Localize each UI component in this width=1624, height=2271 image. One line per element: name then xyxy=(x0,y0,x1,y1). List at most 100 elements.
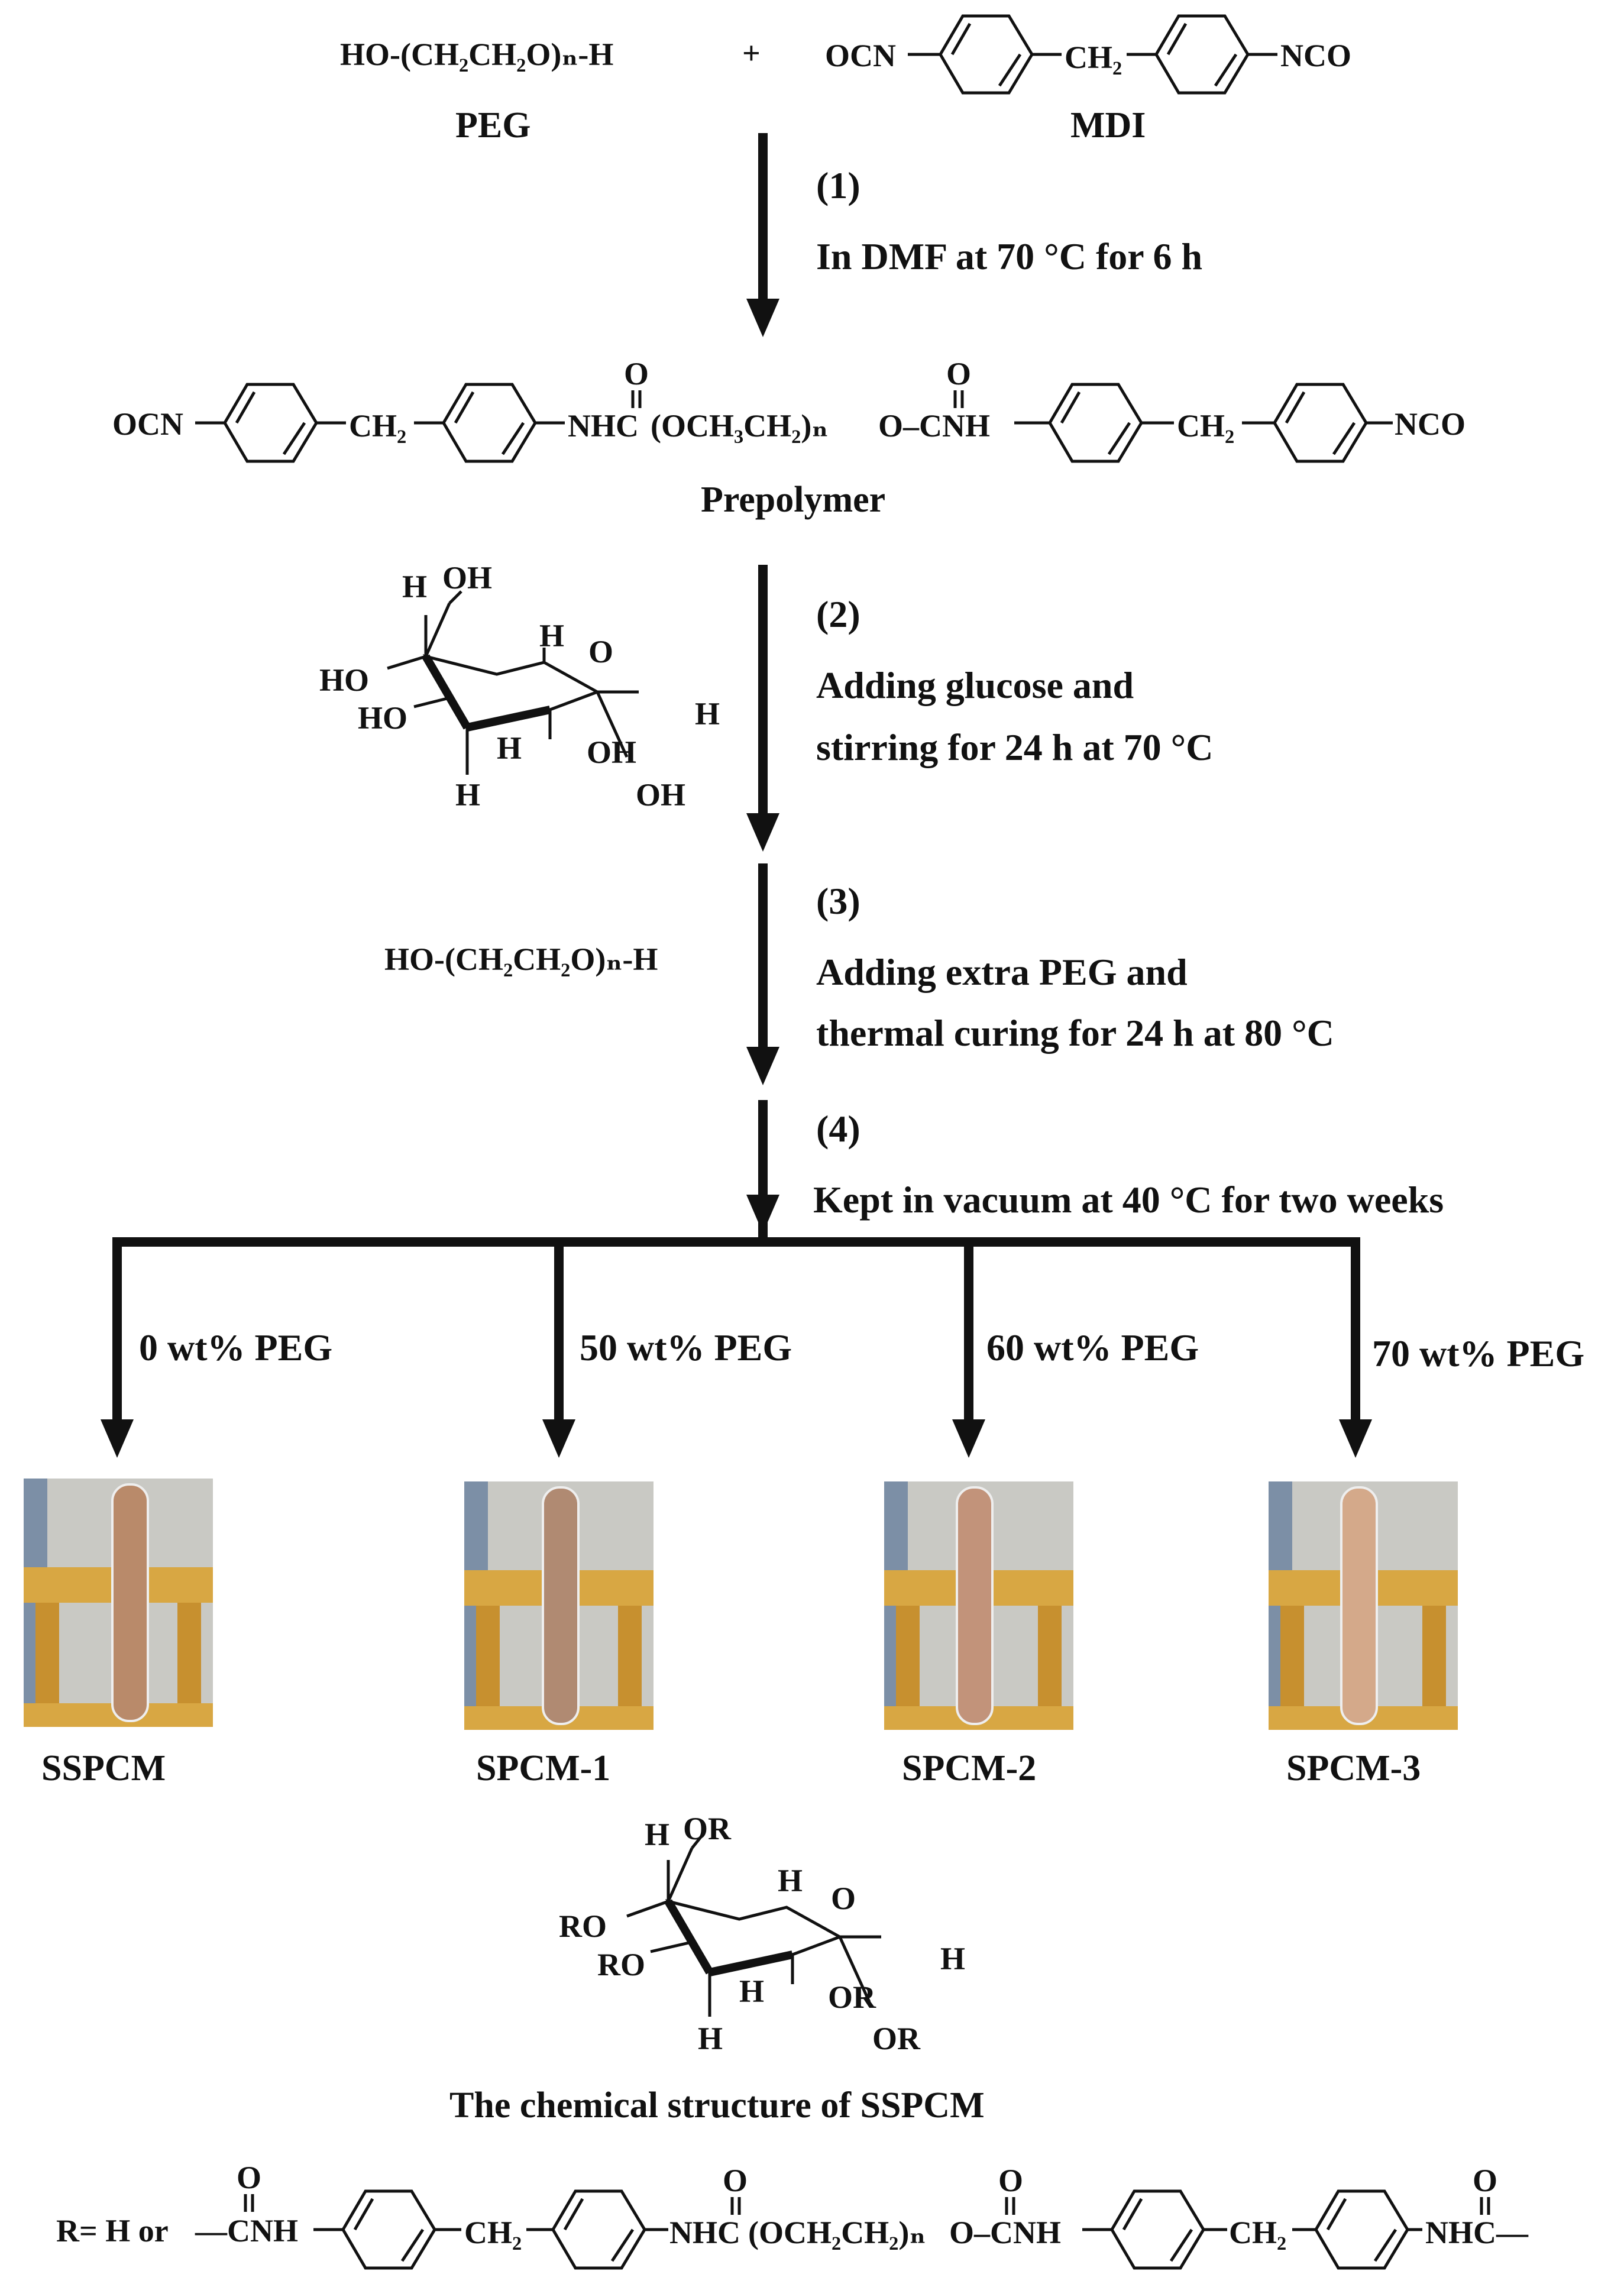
sspcm-or: OR xyxy=(872,2021,921,2056)
step-1-text: In DMF at 70 °C for 6 h xyxy=(816,235,1202,277)
sample-name-1: SPCM-1 xyxy=(476,1748,610,1788)
step-3-number: (3) xyxy=(816,880,860,922)
r-ch2-a: CH₂ xyxy=(464,2215,522,2250)
branch-1: 50 wt% PEG xyxy=(542,1242,792,1458)
prepolymer-nco: NCO xyxy=(1395,406,1466,442)
glucose-h: H xyxy=(455,777,480,813)
arrowhead-icon xyxy=(1339,1419,1372,1458)
arrowhead-icon xyxy=(746,1047,779,1085)
test-tube-icon xyxy=(542,1486,580,1725)
step-3-line-1: Adding extra PEG and xyxy=(816,951,1188,993)
benzene-ring-icon xyxy=(1110,2189,1205,2270)
r-carbonyl-o: O xyxy=(237,2160,261,2195)
benzene-ring-icon xyxy=(1048,383,1143,463)
prepolymer-nhc: NHC xyxy=(568,408,639,444)
mdi-ocn: OCN xyxy=(825,38,896,73)
photo-sspcm xyxy=(24,1479,213,1727)
r-nhc: NHC xyxy=(669,2215,740,2250)
test-tube-icon xyxy=(1340,1486,1378,1725)
sample-name-3: SPCM-3 xyxy=(1286,1748,1421,1788)
sspcm-ro: RO xyxy=(559,1908,607,1944)
r-chain: (OCH₂CH₂)ₙ xyxy=(748,2215,926,2250)
benzene-ring-icon xyxy=(341,2189,436,2270)
test-tube-icon xyxy=(111,1483,149,1722)
sspcm-h: H xyxy=(940,1941,965,1976)
r-carbonyl-o: O xyxy=(998,2163,1023,2198)
sspcm-ring-o: O xyxy=(831,1881,856,1916)
prepolymer-o-cnh: O–CNH xyxy=(878,408,990,444)
mdi-structure: OCN CH₂ NCO xyxy=(825,14,1351,95)
r-cnh: —CNH xyxy=(195,2213,298,2249)
sspcm-or: OR xyxy=(683,1811,732,1846)
glucose-structure: H OH HO HO H O H H OH H OH xyxy=(319,560,720,813)
benzene-ring-icon xyxy=(551,2189,646,2270)
benzene-ring-icon xyxy=(1273,383,1368,463)
branch-0: 0 wt% PEG xyxy=(101,1242,332,1458)
peg-name: PEG xyxy=(455,105,530,145)
glucose-h: H xyxy=(497,730,522,766)
prepolymer-ocn: OCN xyxy=(112,406,183,442)
sspcm-structure: H OR RO RO H O H H OR H OR xyxy=(559,1811,965,2056)
step-3-line-2: thermal curing for 24 h at 80 °C xyxy=(816,1012,1334,1054)
sample-name-2: SPCM-2 xyxy=(902,1748,1036,1788)
photo-spcm-1 xyxy=(464,1481,654,1730)
glucose-oh: OH xyxy=(636,777,685,813)
arrowhead-icon xyxy=(101,1419,134,1458)
r-o-cnh: O–CNH xyxy=(949,2215,1061,2250)
r-prefix: R= H or xyxy=(56,2213,169,2249)
mdi-ch2: CH₂ xyxy=(1065,40,1122,75)
r-end: NHC— xyxy=(1425,2215,1529,2250)
r-carbonyl-o: O xyxy=(723,2163,748,2198)
peg-formula: HO-(CH₂CH₂O)ₙ-H xyxy=(340,37,613,72)
step-4-number: (4) xyxy=(816,1108,860,1150)
step-2-number: (2) xyxy=(816,593,860,635)
prepolymer-ch2-b: CH₂ xyxy=(1177,408,1234,444)
photo-spcm-3 xyxy=(1269,1481,1458,1730)
glucose-h: H xyxy=(695,696,720,732)
arrowhead-icon xyxy=(746,1195,779,1233)
glucose-h: H xyxy=(402,569,427,604)
glucose-ho: HO xyxy=(319,662,369,698)
glucose-ho: HO xyxy=(358,700,407,736)
benzene-ring-icon xyxy=(223,383,318,463)
glucose-h: H xyxy=(539,618,564,654)
glucose-ring-o: O xyxy=(588,634,613,669)
prepolymer-ch2-a: CH₂ xyxy=(349,408,406,444)
step-2-line-1: Adding glucose and xyxy=(816,664,1134,706)
r-carbonyl-o: O xyxy=(1473,2163,1497,2198)
glucose-oh: OH xyxy=(442,560,492,596)
benzene-ring-icon xyxy=(442,383,537,463)
extra-peg-formula: HO-(CH₂CH₂O)ₙ-H xyxy=(384,942,658,977)
benzene-ring-icon xyxy=(939,14,1034,95)
benzene-ring-icon xyxy=(1154,14,1250,95)
prepolymer-chain: (OCH₃CH₂)ₙ xyxy=(651,408,828,444)
carbonyl-o: O xyxy=(624,356,649,392)
r-group-structure: R= H or —CNH O CH₂ NHC O (OCH₂CH₂)ₙ O–CN… xyxy=(56,2160,1529,2270)
step-1-number: (1) xyxy=(816,164,860,206)
arrowhead-icon xyxy=(746,813,779,852)
branch-label-0: 0 wt% PEG xyxy=(139,1327,332,1369)
arrowhead-icon xyxy=(542,1419,575,1458)
test-tube-icon xyxy=(956,1486,994,1725)
prepolymer-structure: OCN CH₂ NHC O (OCH₃CH₂)ₙ O–CNH O CH₂ NCO xyxy=(112,356,1466,463)
plus-sign: + xyxy=(742,35,761,71)
sample-name-0: SSPCM xyxy=(41,1748,166,1788)
branch-2: 60 wt% PEG xyxy=(952,1242,1199,1458)
sspcm-h: H xyxy=(645,1817,669,1852)
branch-label-3: 70 wt% PEG xyxy=(1372,1332,1584,1374)
mdi-name: MDI xyxy=(1070,105,1146,145)
sspcm-or: OR xyxy=(828,1979,876,2015)
r-ch2-b: CH₂ xyxy=(1229,2215,1286,2250)
benzene-ring-icon xyxy=(1314,2189,1409,2270)
sspcm-caption: The chemical structure of SSPCM xyxy=(449,2085,985,2126)
mdi-nco: NCO xyxy=(1280,38,1351,73)
sspcm-h: H xyxy=(739,1974,764,2009)
arrowhead-icon xyxy=(746,299,779,337)
prepolymer-name: Prepolymer xyxy=(701,480,885,520)
branch-label-1: 50 wt% PEG xyxy=(580,1327,792,1369)
glucose-oh: OH xyxy=(587,735,636,770)
branch-3: 70 wt% PEG xyxy=(1339,1242,1584,1458)
branch-label-2: 60 wt% PEG xyxy=(986,1327,1199,1369)
sspcm-h: H xyxy=(778,1863,803,1898)
